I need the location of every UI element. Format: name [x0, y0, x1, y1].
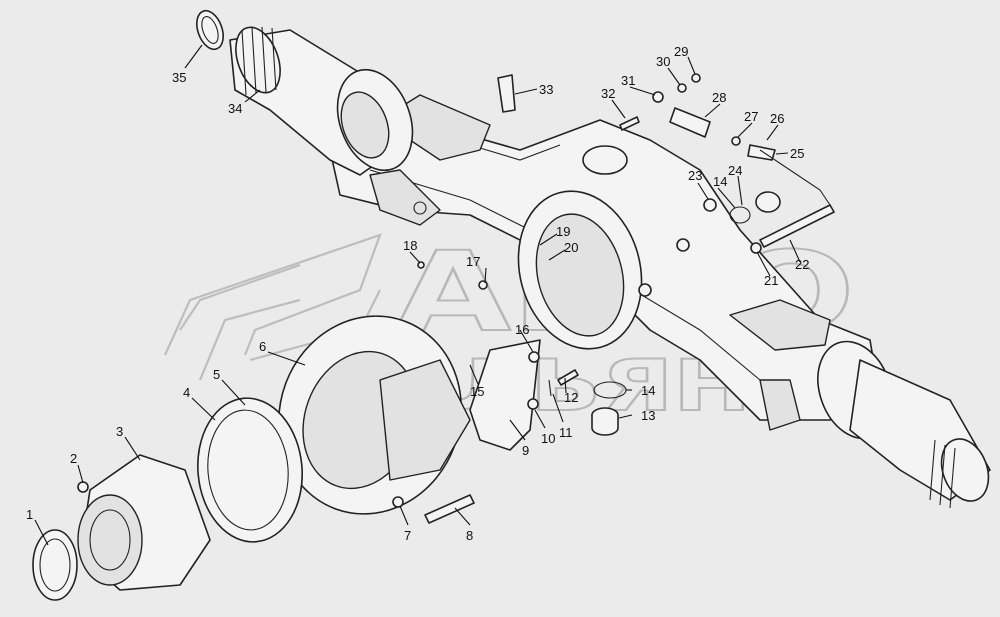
callout-16: 16	[515, 322, 529, 337]
callout-21: 21	[764, 273, 778, 288]
callout-4: 4	[183, 385, 190, 400]
callout-23: 23	[688, 168, 702, 183]
seal-ring	[32, 529, 78, 601]
callout-6: 6	[259, 339, 266, 354]
callout-31: 31	[621, 73, 635, 88]
callout-28: 28	[712, 90, 726, 105]
callout-34: 34	[228, 101, 242, 116]
callout-15: 15	[470, 384, 484, 399]
callout-29: 29	[674, 44, 688, 59]
callout-9: 9	[522, 443, 529, 458]
callout-labels: 1 2 3 4 5 6 7 8 9 10 11 12 13 14 14 15 1…	[26, 44, 809, 543]
callout-10: 10	[541, 431, 555, 446]
callout-35: 35	[172, 70, 186, 85]
callout-25: 25	[790, 146, 804, 161]
shift-rod	[759, 149, 835, 248]
callout-32: 32	[601, 86, 615, 101]
callout-13: 13	[641, 408, 655, 423]
callout-5: 5	[213, 367, 220, 382]
callout-14-upper: 14	[713, 174, 727, 189]
breather-cap	[729, 191, 781, 224]
callout-2: 2	[70, 451, 77, 466]
callout-27: 27	[744, 109, 758, 124]
watermark-logo-chevrons	[163, 233, 382, 381]
right-axle-shaft	[817, 340, 991, 509]
breather-tube	[497, 74, 516, 113]
callout-17: 17	[466, 254, 480, 269]
callout-22: 22	[795, 257, 809, 272]
callout-3: 3	[116, 424, 123, 439]
callout-33: 33	[539, 82, 553, 97]
bracket-plate	[747, 144, 776, 161]
gasket	[197, 397, 303, 543]
leader-lines	[34, 44, 801, 546]
callout-1: 1	[26, 507, 33, 522]
callout-12: 12	[564, 390, 578, 405]
callout-30: 30	[656, 54, 670, 69]
callout-14-lower: 14	[641, 383, 655, 398]
callout-20: 20	[564, 240, 578, 255]
drain-plug	[591, 407, 619, 436]
hub-housing	[77, 454, 211, 591]
callout-24: 24	[728, 163, 742, 178]
bearing-cap	[469, 339, 541, 451]
left-shaft-ring	[196, 9, 224, 51]
left-axle-shaft	[229, 26, 414, 176]
stud	[424, 494, 475, 524]
callout-26: 26	[770, 111, 784, 126]
callout-19: 19	[556, 224, 570, 239]
callout-11: 11	[559, 425, 573, 440]
callout-8: 8	[466, 528, 473, 543]
cover-plate	[277, 315, 471, 515]
callout-18: 18	[403, 238, 417, 253]
callout-7: 7	[404, 528, 411, 543]
cylinder	[669, 107, 711, 138]
